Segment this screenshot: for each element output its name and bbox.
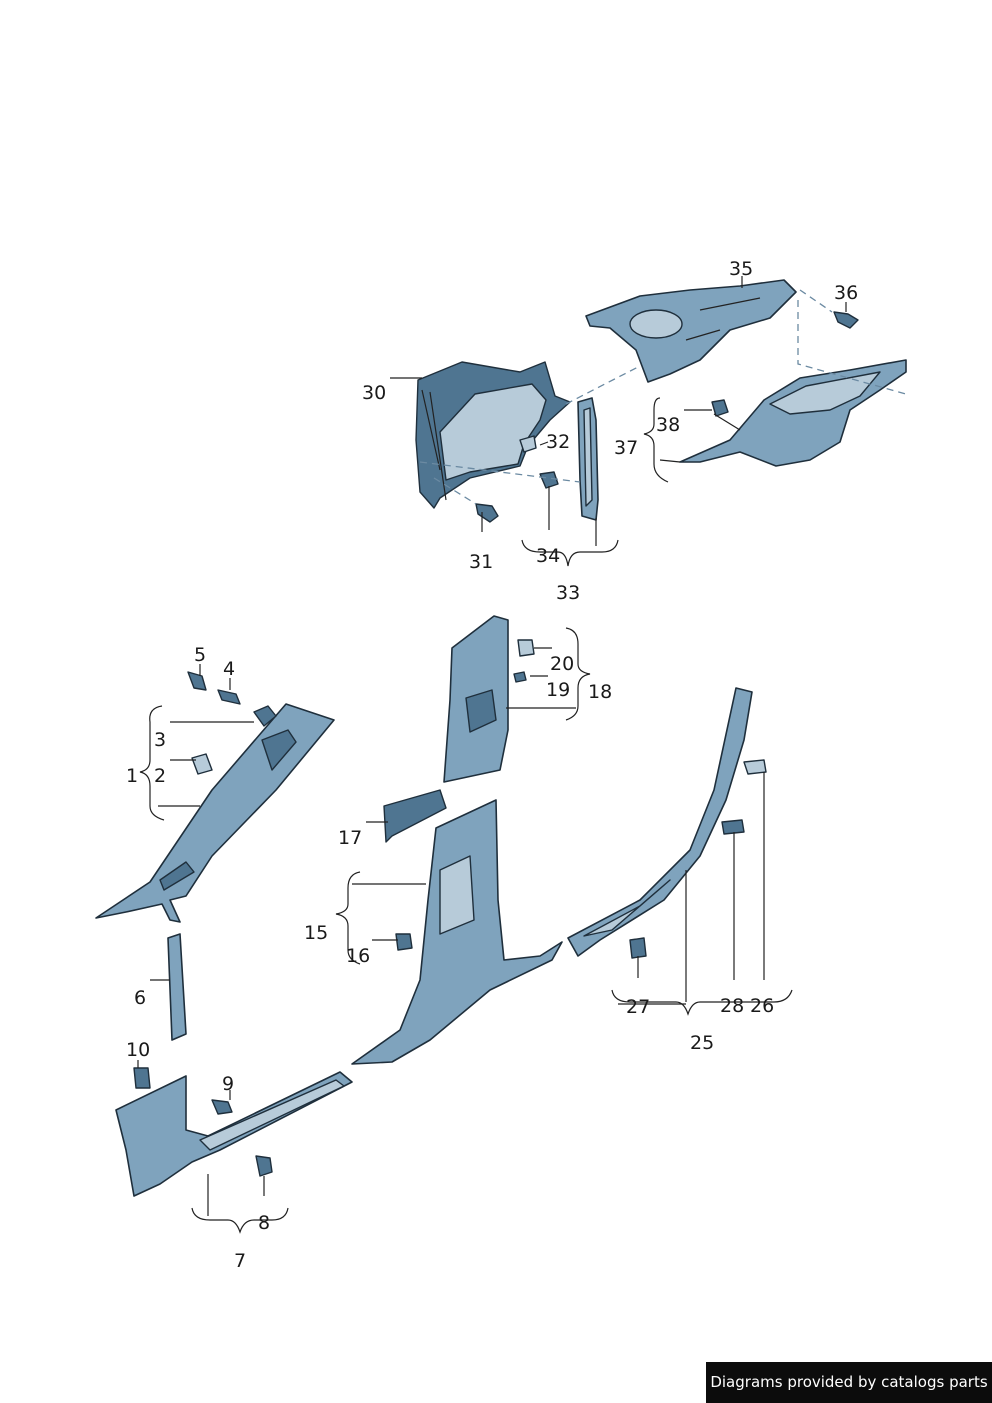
callout-30: 30 [362, 382, 386, 404]
callout-31: 31 [469, 551, 493, 573]
sill-trim-part-7 [115, 1071, 353, 1197]
callout-7: 7 [234, 1250, 246, 1272]
screw-part-9 [211, 1099, 233, 1115]
a-pillar-trim-part-1 [95, 703, 335, 923]
callout-27: 27 [626, 996, 650, 1018]
screw-part-4 [217, 689, 241, 705]
b-pillar-upper-trim-part-18 [443, 615, 509, 783]
tag-part-32 [519, 435, 537, 453]
trim-panel-part-37 [679, 359, 907, 467]
callout-5: 5 [194, 644, 206, 666]
screw-part-31 [475, 503, 499, 523]
clip-part-2 [191, 753, 213, 775]
b-pillar-lower-trim-part-15 [351, 799, 563, 1065]
clip-part-28 [721, 819, 745, 835]
callout-1: 1 [126, 765, 138, 787]
clip-part-20 [517, 639, 535, 657]
callout-37: 37 [614, 437, 638, 459]
callout-16: 16 [346, 945, 370, 967]
callout-32: 32 [546, 431, 570, 453]
connector-part-27 [629, 937, 647, 959]
clip-part-34 [539, 471, 559, 489]
rear-sill-trim-part-25 [567, 687, 753, 957]
callout-33: 33 [556, 582, 580, 604]
callout-20: 20 [550, 653, 574, 675]
callout-3: 3 [154, 729, 166, 751]
clip-part-26 [743, 759, 767, 775]
screw-part-36 [833, 311, 859, 329]
screw-part-5 [187, 671, 207, 691]
callout-38: 38 [656, 414, 680, 436]
callout-10: 10 [126, 1039, 150, 1061]
callout-4: 4 [223, 658, 235, 680]
clip-part-38 [711, 399, 729, 417]
callout-18: 18 [588, 681, 612, 703]
clip-part-10 [133, 1067, 151, 1089]
clip-part-8 [255, 1155, 273, 1177]
callout-28: 28 [720, 995, 744, 1017]
callout-36: 36 [834, 282, 858, 304]
bracket-part-35 [585, 279, 797, 383]
callout-6: 6 [134, 987, 146, 1009]
trim-strip-part-33 [577, 397, 599, 521]
c-pillar-frame-part-30 [415, 361, 571, 509]
clip-part-3 [253, 705, 277, 727]
callout-9: 9 [222, 1073, 234, 1095]
callout-26: 26 [750, 995, 774, 1017]
trim-strip-part-6 [167, 933, 187, 1041]
credit-banner: Diagrams provided by catalogs parts [706, 1362, 992, 1403]
callout-19: 19 [546, 679, 570, 701]
bracket-part-17 [383, 789, 447, 843]
callout-2: 2 [154, 765, 166, 787]
callout-8: 8 [258, 1212, 270, 1234]
callout-15: 15 [304, 922, 328, 944]
clip-part-16 [395, 933, 413, 951]
pin-part-19 [513, 671, 527, 683]
callout-17: 17 [338, 827, 362, 849]
callout-25: 25 [690, 1032, 714, 1054]
callout-34: 34 [536, 545, 560, 567]
callout-35: 35 [729, 258, 753, 280]
